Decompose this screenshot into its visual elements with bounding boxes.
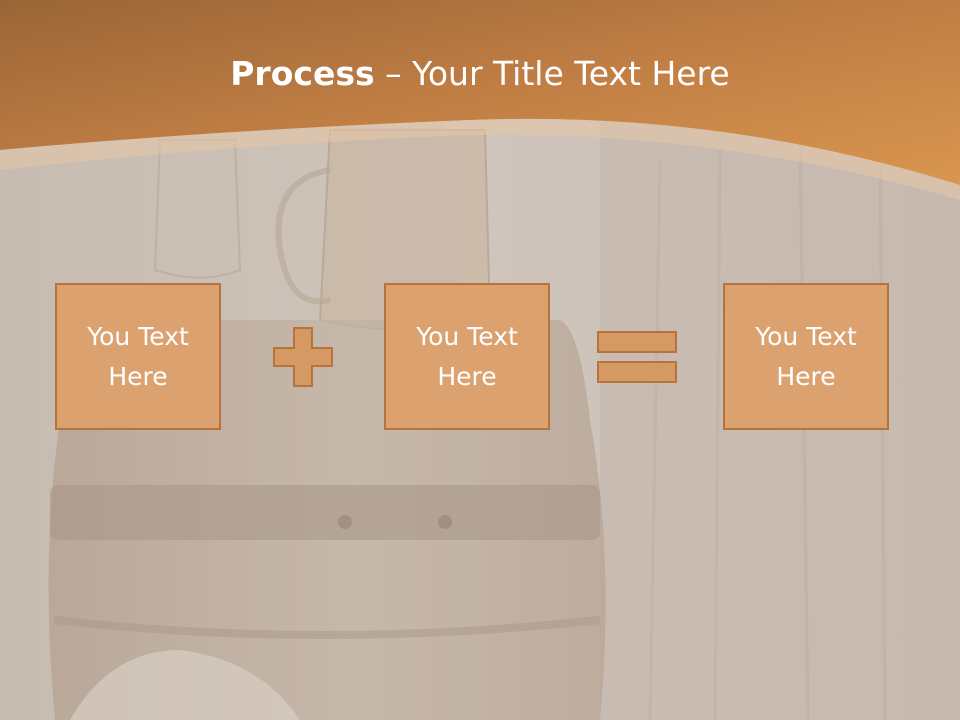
process-box-2[interactable]: You Text Here	[384, 283, 550, 430]
process-box-1[interactable]: You Text Here	[55, 283, 221, 430]
process-box-1-text: You Text Here	[87, 321, 189, 391]
title-bold: Process	[230, 54, 375, 93]
process-box-3[interactable]: You Text Here	[723, 283, 889, 430]
slide-title: Process – Your Title Text Here	[0, 52, 960, 96]
equals-icon	[597, 331, 677, 383]
process-box-3-text: You Text Here	[755, 321, 857, 391]
process-box-2-text: You Text Here	[416, 321, 518, 391]
plus-icon	[273, 327, 333, 387]
title-rest: – Your Title Text Here	[374, 54, 730, 93]
